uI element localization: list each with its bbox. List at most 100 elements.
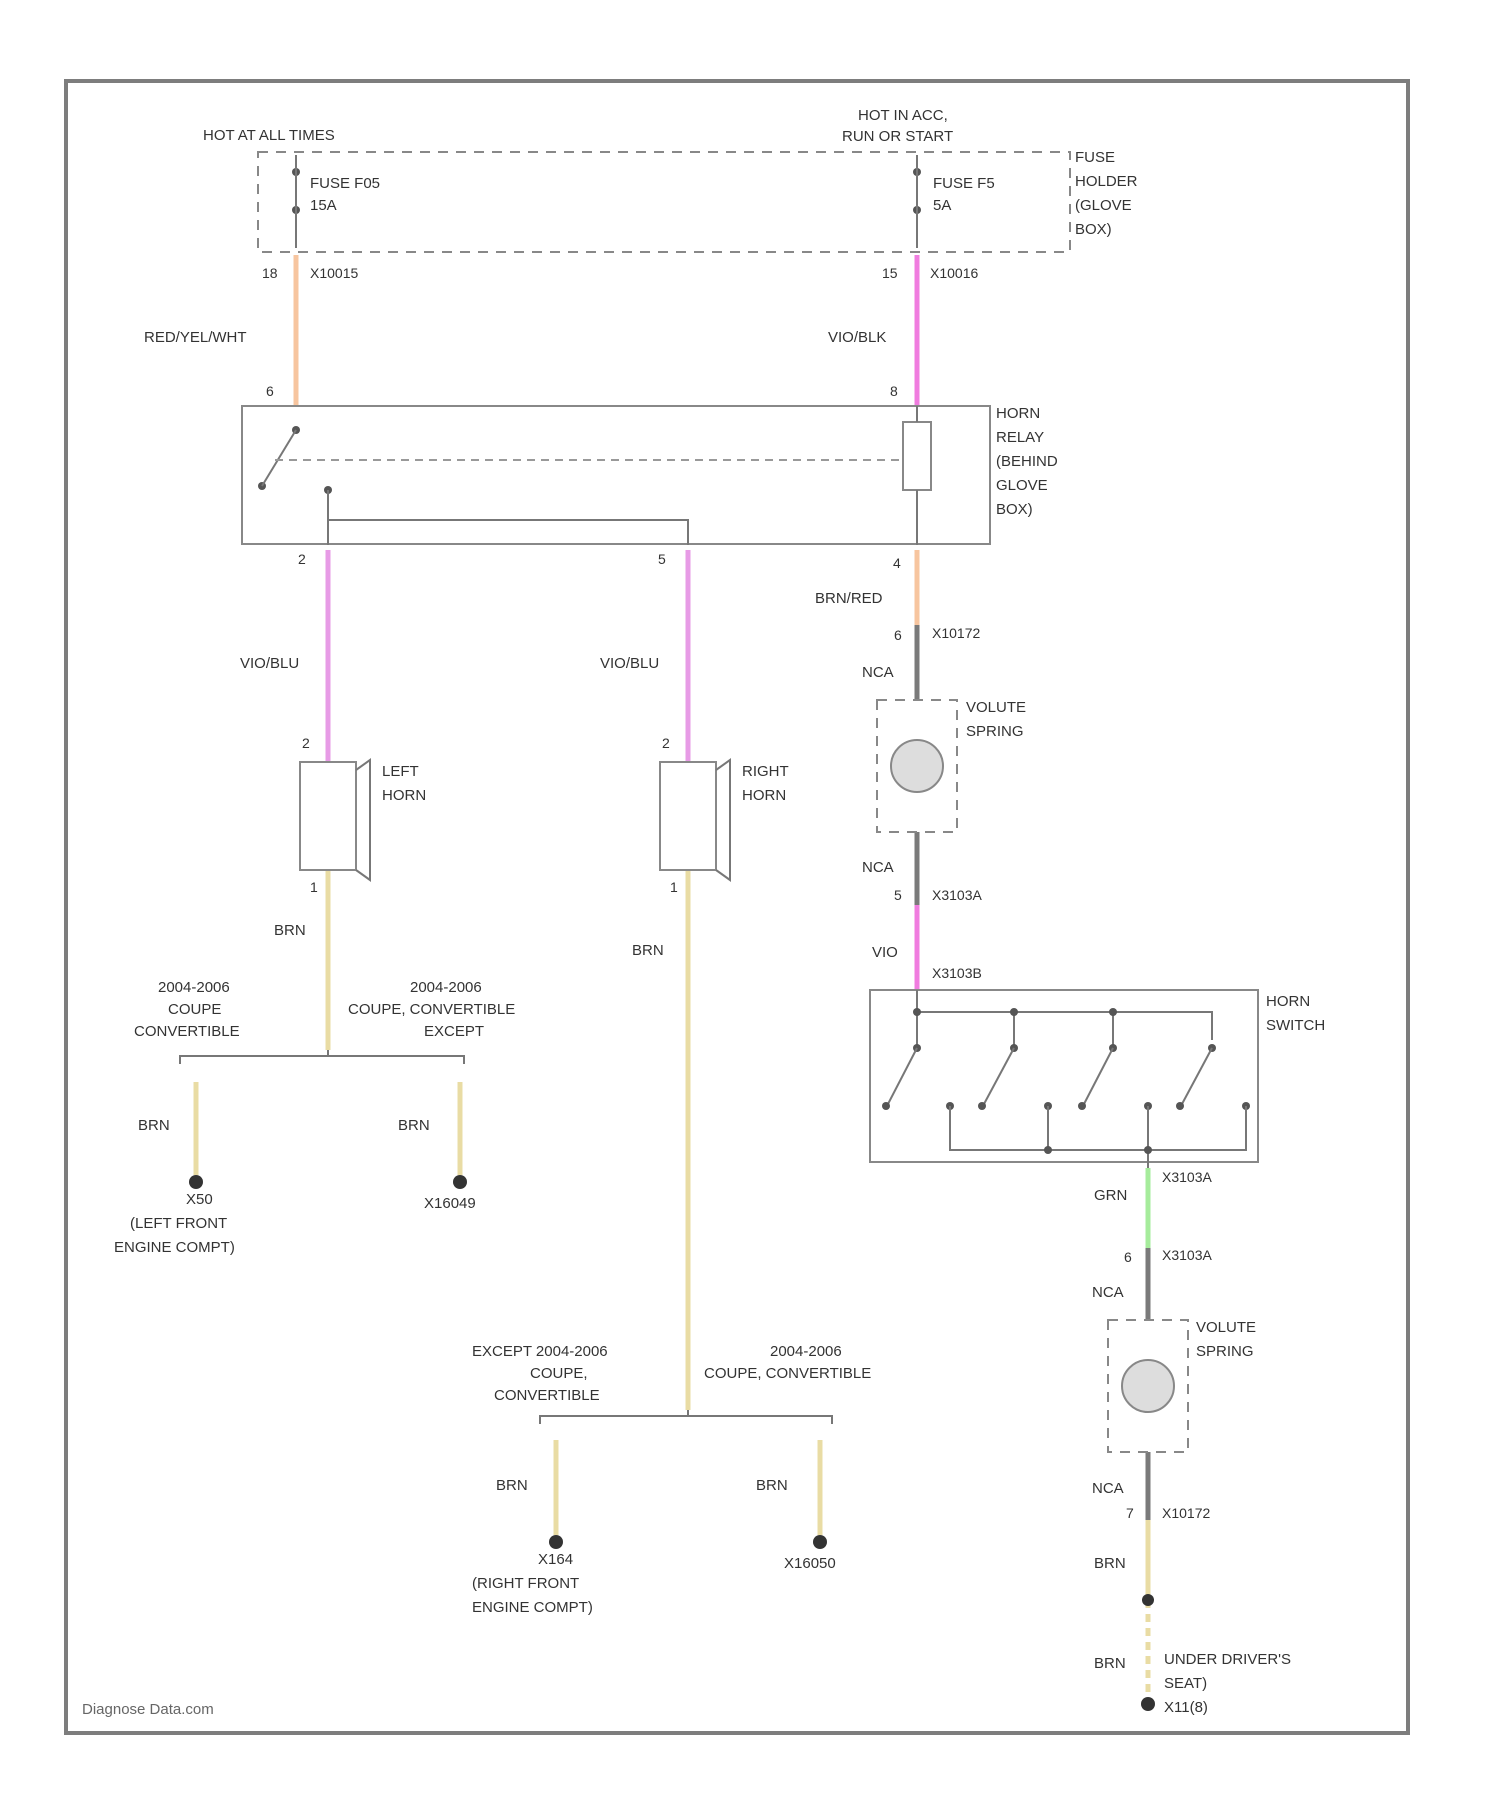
- horn-switch-connector: X3103A: [1162, 1169, 1212, 1185]
- ground-x164-label: (RIGHT FRONT: [472, 1575, 579, 1592]
- volute-spring-lower: VOLUTE SPRING 6 X3103A 7 X10172: [1108, 1247, 1256, 1521]
- ground-x11-label: X11(8): [1164, 1699, 1208, 1716]
- volute-pin: 7: [1126, 1505, 1134, 1521]
- horn-switch-label: SWITCH: [1266, 1017, 1325, 1034]
- horn-relay-label: (BEHIND: [996, 453, 1058, 470]
- fuse-holder-label: HOLDER: [1075, 173, 1138, 190]
- wire-label: NCA: [862, 664, 894, 681]
- right-horn-label: HORN: [742, 787, 786, 804]
- switch-contact: [913, 1008, 921, 1016]
- ground-x164-label: X164: [538, 1551, 573, 1568]
- fuse-left-pin: 18: [262, 265, 278, 281]
- ground-point-icon: [189, 1175, 203, 1189]
- wire-label: RED/YEL/WHT: [144, 329, 247, 346]
- ground-x50-label: (LEFT FRONT: [130, 1215, 227, 1232]
- horn-switch-bus: [917, 1012, 1212, 1040]
- volute-spring-label: VOLUTE: [1196, 1319, 1256, 1336]
- volute-connector: X10172: [1162, 1505, 1210, 1521]
- horn-relay-label: HORN: [996, 405, 1040, 422]
- right-horn-body: [660, 762, 716, 870]
- left-horn-ground-split: 2004-2006 COUPE CONVERTIBLE 2004-2006 CO…: [114, 979, 515, 1256]
- left-horn: LEFT HORN 2 1: [300, 735, 426, 895]
- wire-label: BRN/RED: [815, 590, 883, 607]
- wire-label: VIO/BLU: [240, 655, 299, 672]
- watermark-text: Diagnose Data.com: [82, 1701, 214, 1718]
- relay-switch-arm: [262, 430, 296, 486]
- split-variant-a: COUPE,: [530, 1365, 588, 1382]
- wire-label: BRN: [632, 942, 664, 959]
- fuse-left-connector: X10015: [310, 265, 358, 281]
- horn-relay-body: [242, 406, 990, 544]
- wire-label: BRN: [1094, 1655, 1126, 1672]
- volute-spring-upper: VOLUTE SPRING 6 X10172 5 X3103A: [877, 625, 1026, 903]
- switch-contact: [1109, 1008, 1117, 1016]
- wire-label: VIO: [872, 944, 898, 961]
- hot-in-acc-label: HOT IN ACC,: [858, 107, 948, 124]
- wire-label: BRN: [274, 922, 306, 939]
- wire-label: VIO/BLU: [600, 655, 659, 672]
- ground-point-icon: [453, 1175, 467, 1189]
- horn-relay-label: BOX): [996, 501, 1033, 518]
- run-or-start-label: RUN OR START: [842, 128, 953, 145]
- volute-pin: 6: [894, 627, 902, 643]
- horn-switch-bus: [950, 1106, 1246, 1150]
- ground-x11-label: SEAT): [1164, 1675, 1207, 1692]
- fuse-holder: HOT AT ALL TIMES HOT IN ACC, RUN OR STAR…: [203, 107, 1138, 281]
- horn-switch-body: [870, 990, 1258, 1162]
- relay-pin: 6: [266, 383, 274, 399]
- relay-pin: 8: [890, 383, 898, 399]
- right-horn-label: RIGHT: [742, 763, 789, 780]
- switch-contact: [1010, 1008, 1018, 1016]
- volute-connector: X10172: [932, 625, 980, 641]
- wires: RED/YEL/WHT VIO/BLK VIO/BLU VIO/BLU BRN/…: [138, 255, 1148, 1705]
- ground-x11-label: UNDER DRIVER'S: [1164, 1651, 1291, 1668]
- ground-x16049-label: X16049: [424, 1195, 476, 1212]
- relay-pin: 4: [893, 555, 901, 571]
- wire-label: NCA: [862, 859, 894, 876]
- fuse-holder-label: (GLOVE: [1075, 197, 1132, 214]
- switch-contact: [1144, 1146, 1152, 1154]
- horn-bell-icon: [356, 760, 370, 880]
- switch-arm: [888, 1048, 917, 1104]
- diagram-frame: [66, 81, 1408, 1733]
- wire-label: VIO/BLK: [828, 329, 886, 346]
- switch-arm: [984, 1048, 1014, 1104]
- switch-arm: [1182, 1048, 1212, 1104]
- right-horn: RIGHT HORN 2 1: [660, 735, 789, 895]
- volute-connector: X3103A: [1162, 1247, 1212, 1263]
- split-variant-b: 2004-2006: [770, 1343, 842, 1360]
- horn-relay-label: GLOVE: [996, 477, 1048, 494]
- relay-coil: [903, 422, 931, 490]
- relay-pin: 2: [298, 551, 306, 567]
- volute-spring-label: SPRING: [1196, 1343, 1254, 1360]
- horn-pin: 1: [310, 879, 318, 895]
- split-variant-a: COUPE: [168, 1001, 221, 1018]
- split-bracket: [180, 1056, 464, 1064]
- wire-label: NCA: [1092, 1480, 1124, 1497]
- horn-switch: HORN SWITCH X3103B X3103A: [870, 965, 1325, 1185]
- wire-label: BRN: [1094, 1555, 1126, 1572]
- switch-ground: UNDER DRIVER'S SEAT) X11(8): [1141, 1594, 1291, 1716]
- horn-relay-label: RELAY: [996, 429, 1044, 446]
- hot-at-all-times-label: HOT AT ALL TIMES: [203, 127, 335, 144]
- split-variant-a: EXCEPT 2004-2006: [472, 1343, 608, 1360]
- fuse-holder-label: FUSE: [1075, 149, 1115, 166]
- ground-x50-label: X50: [186, 1191, 213, 1208]
- fuse-holder-label: BOX): [1075, 221, 1112, 238]
- switch-contact: [882, 1102, 890, 1110]
- horn-pin: 2: [662, 735, 670, 751]
- fuse-right-pin: 15: [882, 265, 898, 281]
- ground-x164-label: ENGINE COMPT): [472, 1599, 593, 1616]
- split-variant-b: COUPE, CONVERTIBLE: [348, 1001, 515, 1018]
- volute-spring-label: VOLUTE: [966, 699, 1026, 716]
- wire-label: BRN: [496, 1477, 528, 1494]
- volute-spring-icon: [1122, 1360, 1174, 1412]
- wire-label: BRN: [756, 1477, 788, 1494]
- splice-point: [1142, 1594, 1154, 1606]
- switch-arm: [1084, 1048, 1113, 1104]
- relay-pin: 5: [658, 551, 666, 567]
- horn-switch-label: HORN: [1266, 993, 1310, 1010]
- fuse-right-name: FUSE F5: [933, 175, 995, 192]
- ground-x50-label: ENGINE COMPT): [114, 1239, 235, 1256]
- horn-relay: HORN RELAY (BEHIND GLOVE BOX) 6 8 2 5 4: [242, 383, 1058, 571]
